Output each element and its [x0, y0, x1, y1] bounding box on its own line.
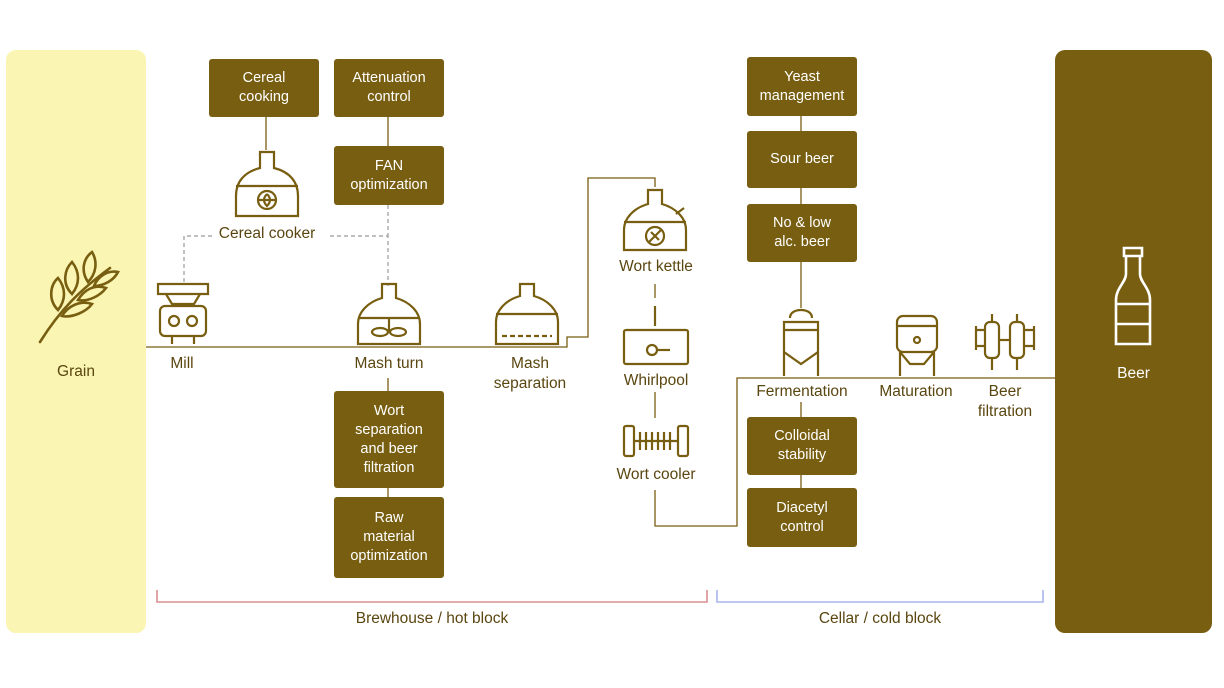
cellar-block-label: Cellar / cold block [818, 610, 942, 627]
brewhouse-block-label: Brewhouse / hot block [355, 610, 509, 627]
raw-material-box[interactable]: Raw material optimization [334, 497, 444, 578]
filter-icon [974, 314, 1036, 370]
beer-filtration-label: Beer filtration [977, 383, 1033, 420]
process-line-brewhouse [146, 177, 656, 348]
grain-label: Grain [57, 363, 95, 380]
cereal-cooking-box[interactable]: Cereal cooking [209, 59, 319, 117]
yeast-management-box[interactable]: Yeast management [747, 57, 857, 116]
cereal-cooker-label: Cereal cooker [218, 225, 316, 242]
wort-cooler-label: Wort cooler [616, 466, 696, 483]
grain-panel [6, 50, 146, 633]
attenuation-control-box[interactable]: Attenuation control [334, 59, 444, 117]
kettle-icon [622, 188, 688, 252]
beer-panel [1055, 50, 1212, 633]
mash-separation-label: Mash separation [493, 355, 567, 392]
fermentation-label: Fermentation [756, 383, 848, 400]
wheat-icon [38, 250, 120, 344]
mill-icon [156, 282, 210, 344]
fermenter-icon [782, 308, 820, 376]
maturation-tank-icon [895, 314, 939, 376]
beer-label: Beer [1117, 365, 1150, 382]
bottle-icon [1114, 246, 1152, 346]
process-line-hot-to-cold [654, 377, 1055, 527]
dashed-link-cooker-mash [330, 235, 389, 286]
whirlpool-label: Whirlpool [623, 372, 689, 389]
colloidal-stability-box[interactable]: Colloidal stability [747, 417, 857, 475]
maturation-label: Maturation [879, 383, 953, 400]
cooler-icon [622, 424, 690, 458]
fan-optimization-box[interactable]: FAN optimization [334, 146, 444, 205]
no-low-alc-box[interactable]: No & low alc. beer [747, 204, 857, 262]
mash-vessel-icon [356, 282, 422, 346]
lauter-vessel-icon [494, 282, 560, 346]
diacetyl-control-box[interactable]: Diacetyl control [747, 488, 857, 547]
dashed-link-mill-cooker [183, 235, 212, 282]
cooker-vessel-icon [234, 150, 300, 218]
brewhouse-bracket [156, 590, 708, 603]
wort-separation-box[interactable]: Wort separation and beer filtration [334, 391, 444, 488]
sour-beer-box[interactable]: Sour beer [747, 131, 857, 188]
mash-turn-label: Mash turn [354, 355, 424, 372]
cellar-bracket [716, 590, 1044, 603]
whirlpool-icon [622, 306, 690, 366]
wort-kettle-label: Wort kettle [619, 258, 693, 275]
mill-label: Mill [170, 355, 194, 372]
